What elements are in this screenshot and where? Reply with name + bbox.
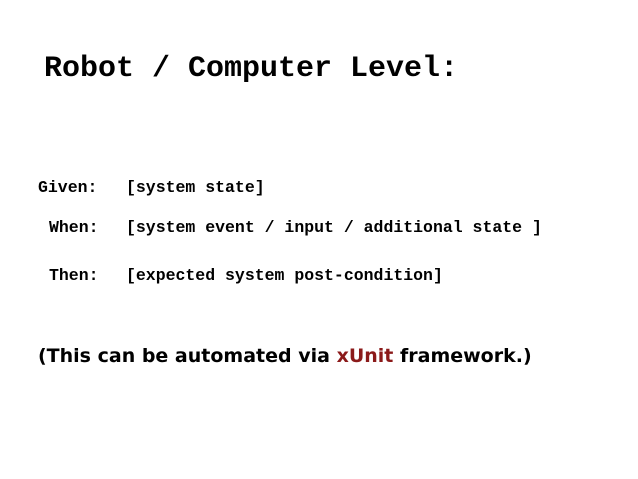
note-before: (This can be automated via bbox=[38, 345, 337, 367]
then-line: Then: [expected system post-condition] bbox=[49, 266, 443, 285]
given-keyword: Given: bbox=[38, 178, 98, 197]
when-line: When: [system event / input / additional … bbox=[49, 218, 542, 237]
slide-title: Robot / Computer Level: bbox=[44, 52, 459, 86]
then-keyword: Then: bbox=[49, 266, 99, 285]
given-line: Given: [system state] bbox=[38, 178, 265, 197]
given-text: [system state] bbox=[126, 178, 265, 197]
xunit-highlight: xUnit bbox=[336, 345, 394, 367]
automation-note: (This can be automated via xUnit framewo… bbox=[38, 345, 532, 367]
when-text: [system event / input / additional state… bbox=[126, 218, 542, 237]
then-text: [expected system post-condition] bbox=[126, 266, 443, 285]
note-after: framework.) bbox=[393, 345, 532, 367]
when-keyword: When: bbox=[49, 218, 99, 237]
